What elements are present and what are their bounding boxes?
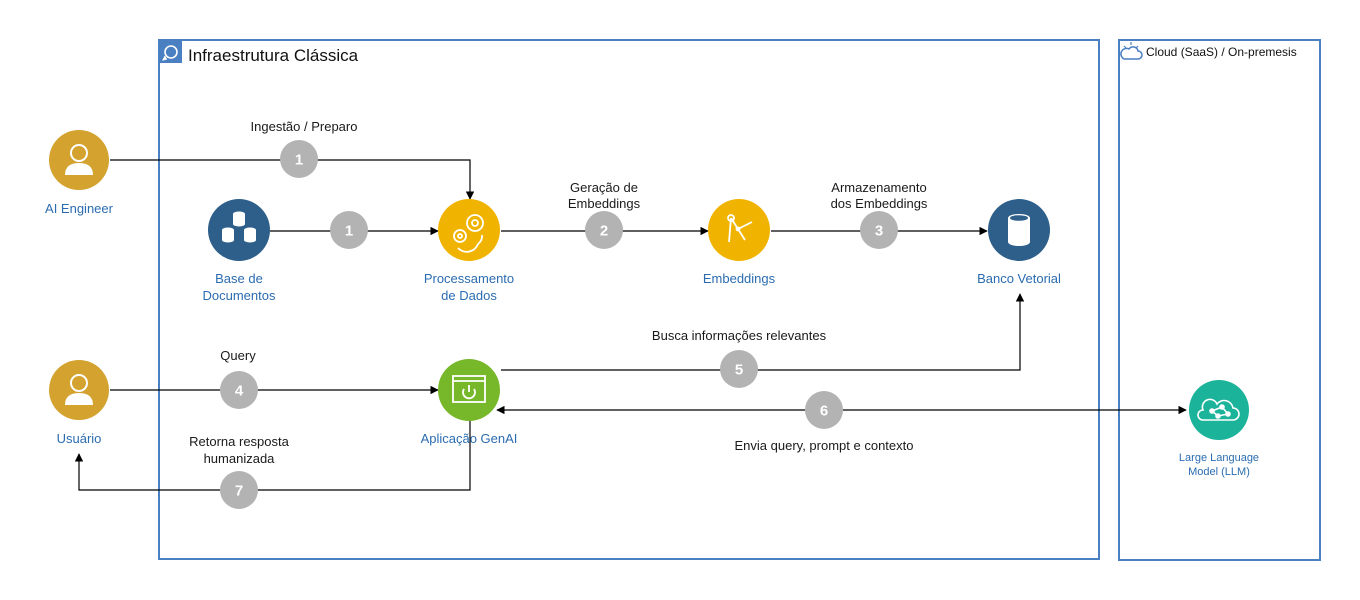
node-embeddings[interactable]: Embeddings bbox=[703, 199, 776, 286]
edge-label-busca: Busca informações relevantes bbox=[652, 328, 827, 343]
node-aplicacao-genai[interactable]: Aplicação GenAI bbox=[421, 359, 518, 446]
compass-icon bbox=[727, 214, 753, 243]
edge-label-envia: Envia query, prompt e contexto bbox=[735, 438, 914, 453]
group-cloud: Cloud (SaaS) / On-premesis bbox=[1118, 39, 1321, 561]
node-label-base-documentos-1: Base de bbox=[215, 271, 263, 286]
cloud-icon bbox=[1120, 41, 1143, 63]
node-label-processamento-1: Processamento bbox=[424, 271, 514, 286]
edge-label-ingestao: Ingestão / Preparo bbox=[251, 119, 358, 134]
group-classic-title: Infraestrutura Clássica bbox=[188, 46, 359, 65]
svg-text:3: 3 bbox=[875, 223, 883, 240]
svg-text:7: 7 bbox=[235, 483, 243, 500]
node-llm[interactable]: Large Language Model (LLM) bbox=[1179, 380, 1259, 478]
refresh-icon bbox=[160, 41, 182, 63]
edge-ingestao bbox=[110, 159, 475, 200]
edge-label-geracao-2: Embeddings bbox=[568, 196, 641, 211]
svg-text:1: 1 bbox=[345, 223, 353, 240]
node-banco-vetorial[interactable]: Banco Vetorial bbox=[977, 199, 1061, 286]
node-label-aplicacao: Aplicação GenAI bbox=[421, 431, 518, 446]
svg-text:4: 4 bbox=[235, 383, 244, 400]
edge-label-armazenamento-1: Armazenamento bbox=[831, 180, 926, 195]
step-badge-busca: 5 bbox=[720, 350, 758, 388]
gears-icon bbox=[453, 214, 484, 253]
group-cloud-title: Cloud (SaaS) / On-premesis bbox=[1146, 45, 1297, 59]
step-badge-ingestao: 1 bbox=[280, 140, 318, 178]
node-usuario[interactable]: Usuário bbox=[49, 360, 109, 446]
svg-text:1: 1 bbox=[295, 152, 303, 169]
edge-label-geracao-1: Geração de bbox=[570, 180, 638, 195]
svg-text:5: 5 bbox=[735, 362, 743, 379]
node-label-banco-vetorial: Banco Vetorial bbox=[977, 271, 1061, 286]
svg-text:2: 2 bbox=[600, 223, 608, 240]
database-icon bbox=[1008, 214, 1030, 246]
step-badge-geracao: 2 bbox=[585, 211, 623, 249]
node-label-llm-2: Model (LLM) bbox=[1188, 466, 1250, 478]
svg-text:6: 6 bbox=[820, 403, 828, 420]
step-badge-envia: 6 bbox=[805, 391, 843, 429]
database-icon bbox=[222, 211, 256, 243]
step-badge-docs: 1 bbox=[330, 211, 368, 249]
app-window-icon bbox=[452, 375, 486, 403]
node-label-usuario: Usuário bbox=[57, 431, 102, 446]
edge-label-retorna-1: Retorna resposta bbox=[189, 434, 289, 449]
step-badge-armazenamento: 3 bbox=[860, 211, 898, 249]
step-badge-retorna: 7 bbox=[220, 471, 258, 509]
step-badge-query: 4 bbox=[220, 371, 258, 409]
edge-label-armazenamento-2: dos Embeddings bbox=[831, 196, 928, 211]
edge-retorna bbox=[74, 420, 471, 491]
node-base-documentos[interactable]: Base de Documentos bbox=[203, 199, 276, 303]
group-classic-infrastructure: Infraestrutura Clássica bbox=[158, 39, 1100, 560]
neural-cloud-icon bbox=[1197, 398, 1240, 421]
node-label-ai-engineer: AI Engineer bbox=[45, 201, 114, 216]
node-label-llm-1: Large Language bbox=[1179, 452, 1259, 464]
node-ai-engineer[interactable]: AI Engineer bbox=[45, 130, 114, 216]
node-label-base-documentos-2: Documentos bbox=[203, 288, 276, 303]
node-label-embeddings: Embeddings bbox=[703, 271, 776, 286]
edge-label-retorna-2: humanizada bbox=[204, 451, 276, 466]
node-processamento[interactable]: Processamento de Dados bbox=[424, 199, 514, 303]
edge-busca bbox=[501, 293, 1025, 371]
node-label-processamento-2: de Dados bbox=[441, 288, 497, 303]
edge-label-query: Query bbox=[220, 348, 256, 363]
